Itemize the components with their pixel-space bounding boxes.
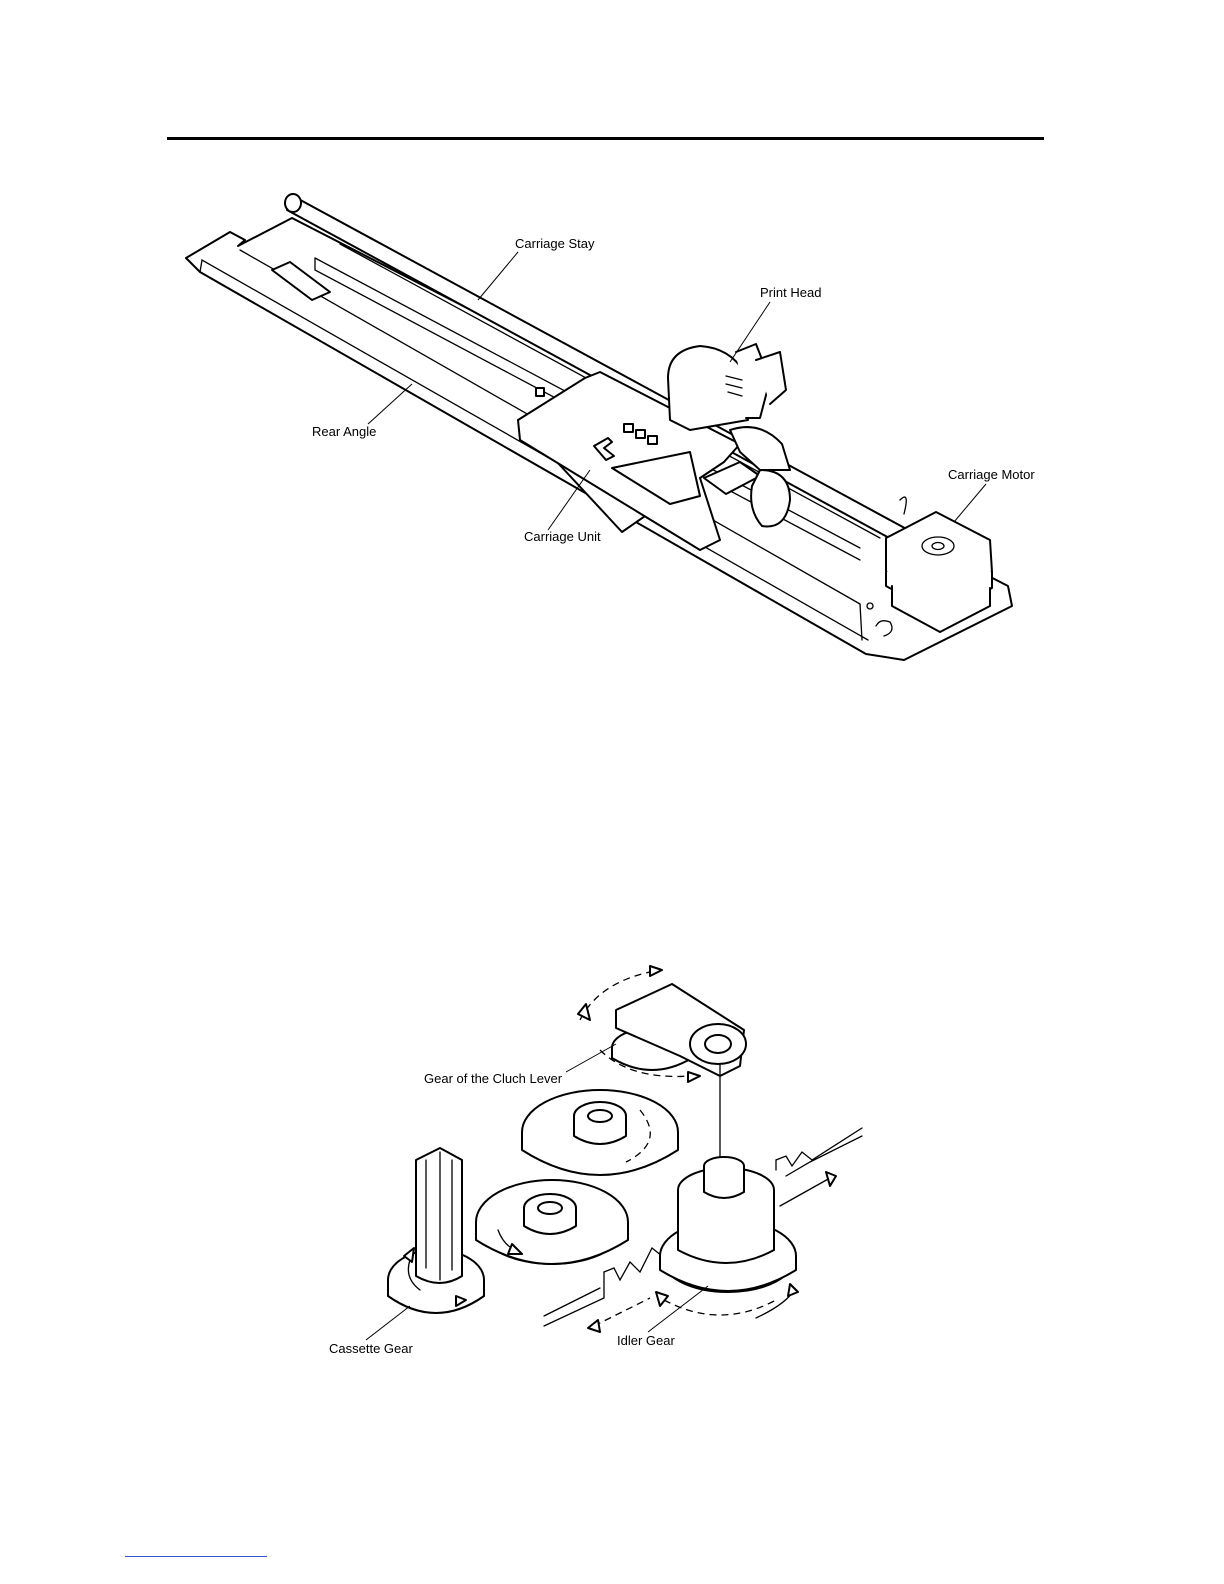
footer-rule (125, 1556, 267, 1557)
lower-transfer-gear (476, 1180, 628, 1264)
label-cassette-gear: Cassette Gear (329, 1341, 413, 1356)
leader-cassette-gear (366, 1306, 410, 1340)
leader-clutch-lever-gear (566, 1044, 616, 1072)
idler-gear (656, 1157, 798, 1318)
label-idler-gear: Idler Gear (617, 1333, 675, 1348)
cassette-gear (388, 1148, 484, 1313)
upper-transfer-gear (522, 1090, 678, 1175)
label-clutch-lever-gear: Gear of the Cluch Lever (424, 1071, 562, 1086)
